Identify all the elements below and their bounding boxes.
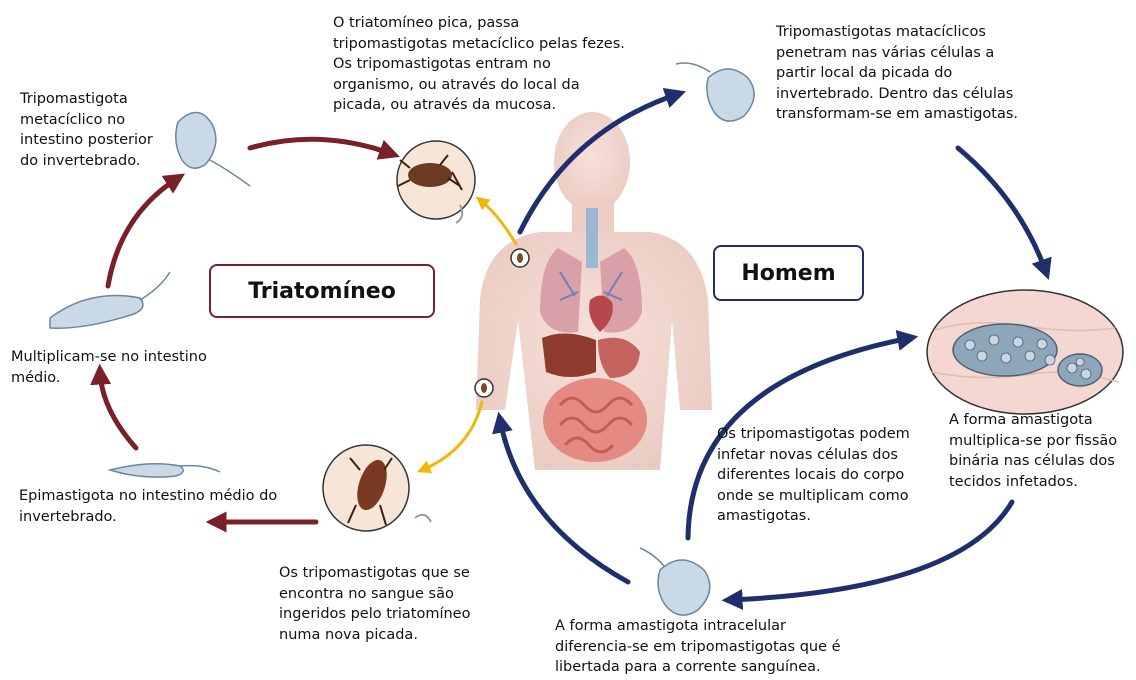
- triatomine-bite-top: [397, 141, 475, 223]
- infected-tissue-cell: [927, 290, 1123, 414]
- step-differentiate-text: A forma amastigota intracelular diferenc…: [555, 616, 841, 678]
- step-binary-fission-text: A forma amastigota multiplica-se por fis…: [949, 410, 1117, 492]
- step-multiply-gut-text: Multiplicam-se no intestino médio.: [11, 347, 207, 388]
- step-epimastigote-text: Epimastigota no intestino médio do inver…: [19, 486, 277, 527]
- triatomine-label: Triatomíneo: [209, 264, 435, 318]
- step-infect-text: Os tripomastigotas podem infetar novas c…: [717, 424, 910, 527]
- step-bite-text: O triatomíneo pica, passa tripomastigota…: [333, 13, 625, 116]
- step-ingested-text: Os tripomastigotas que se encontra no sa…: [279, 563, 470, 645]
- step-penetrate-text: Tripomastigotas matacíclicos penetram na…: [776, 22, 1018, 125]
- step-metacyclic-text: Tripomastigota metacíclico no intestino …: [20, 89, 153, 171]
- human-label: Homem: [713, 245, 864, 301]
- triatomine-bite-bottom: [323, 445, 431, 531]
- human-body: [475, 112, 712, 470]
